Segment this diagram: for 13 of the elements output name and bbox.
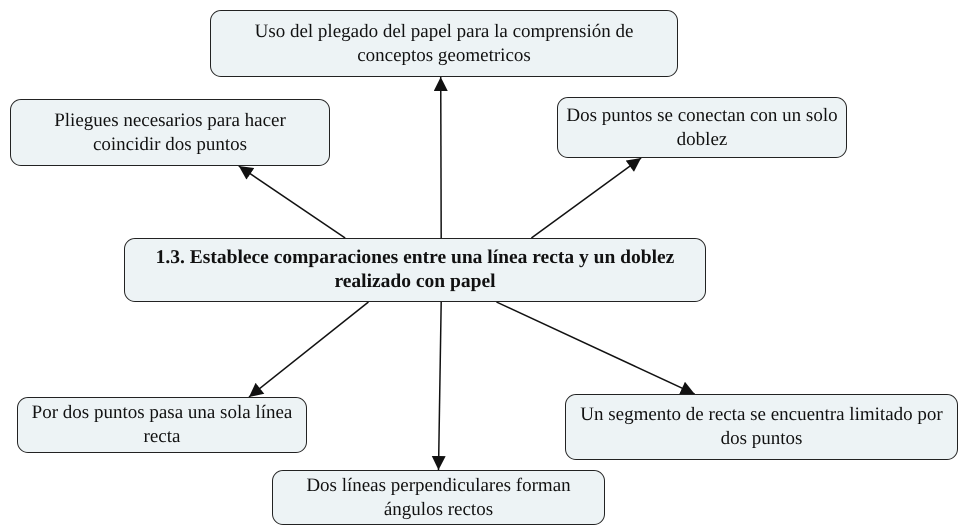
arrow bbox=[248, 301, 369, 398]
concept-box: Un segmento de recta se encuentra limitado por dos puntos bbox=[565, 394, 958, 460]
arrow bbox=[434, 77, 448, 238]
arrow bbox=[432, 302, 446, 470]
concept-box: Pliegues necesarios para hacer coincidir dos puntos bbox=[10, 99, 330, 166]
concept-box: Uso del plegado del papel para la comprensión de conceptos geometricos bbox=[210, 10, 678, 77]
arrow bbox=[238, 165, 346, 239]
arrow bbox=[496, 301, 695, 395]
arrow bbox=[530, 157, 642, 239]
concept-box: Dos puntos se conectan con un solo doblez bbox=[557, 97, 847, 158]
concept-box: Dos líneas perpendiculares forman ángulos rectos bbox=[272, 470, 605, 525]
concept-box: Por dos puntos pasa una sola línea recta bbox=[17, 397, 307, 453]
central-topic-box: 1.3. Establece comparaciones entre una línea recta y un doblez realizado con papel bbox=[124, 238, 706, 302]
